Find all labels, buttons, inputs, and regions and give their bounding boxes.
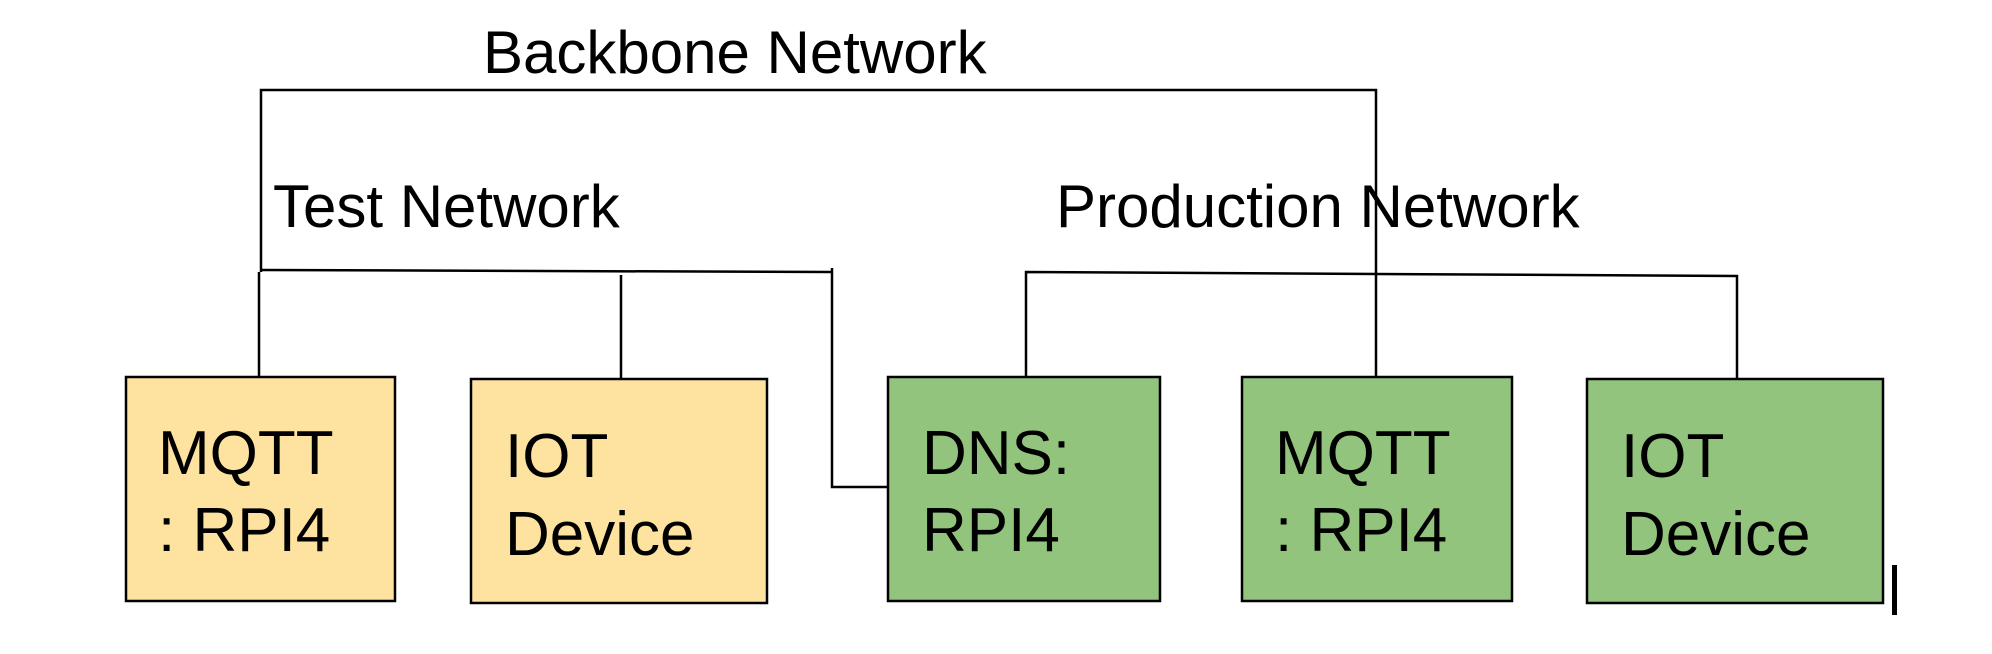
- node-prod-mqtt-label-line1: MQTT: [1275, 419, 1451, 488]
- node-test-mqtt-box: [124, 375, 397, 603]
- backbone-network-label: Backbone Network: [483, 19, 988, 86]
- node-test-iot-box: [469, 377, 769, 605]
- node-prod-iot-box: [1585, 377, 1885, 605]
- node-test-iot-label-line1: IOT: [505, 422, 608, 491]
- node-prod-iot-label-line2: Device: [1621, 500, 1811, 569]
- node-prod-dns: DNS: RPI4: [886, 375, 1162, 603]
- node-prod-dns-label-line2: RPI4: [922, 496, 1060, 565]
- node-prod-iot: IOT Device: [1585, 377, 1885, 605]
- node-test-mqtt-label-line2: : RPI4: [158, 496, 330, 565]
- backbone-bus-line: [259, 88, 1378, 377]
- production-network-bus-line: [1024, 270, 1739, 379]
- node-test-iot-label-line2: Device: [505, 500, 695, 569]
- node-test-mqtt-label-line1: MQTT: [158, 419, 334, 488]
- node-test-iot: IOT Device: [469, 377, 769, 605]
- node-prod-dns-label-line1: DNS:: [922, 419, 1070, 488]
- test-to-dns-link-line: [830, 268, 890, 489]
- text-cursor-mark: [1892, 565, 1897, 615]
- production-network-label: Production Network: [1056, 173, 1581, 240]
- node-prod-mqtt-box: [1240, 375, 1514, 603]
- node-prod-mqtt: MQTT : RPI4: [1240, 375, 1514, 603]
- test-network-bus-line: [260, 268, 833, 274]
- node-prod-dns-box: [886, 375, 1162, 603]
- node-prod-mqtt-label-line2: : RPI4: [1275, 496, 1447, 565]
- test-network-label: Test Network: [273, 173, 621, 240]
- node-prod-iot-label-line1: IOT: [1621, 422, 1724, 491]
- node-test-mqtt: MQTT : RPI4: [124, 375, 397, 603]
